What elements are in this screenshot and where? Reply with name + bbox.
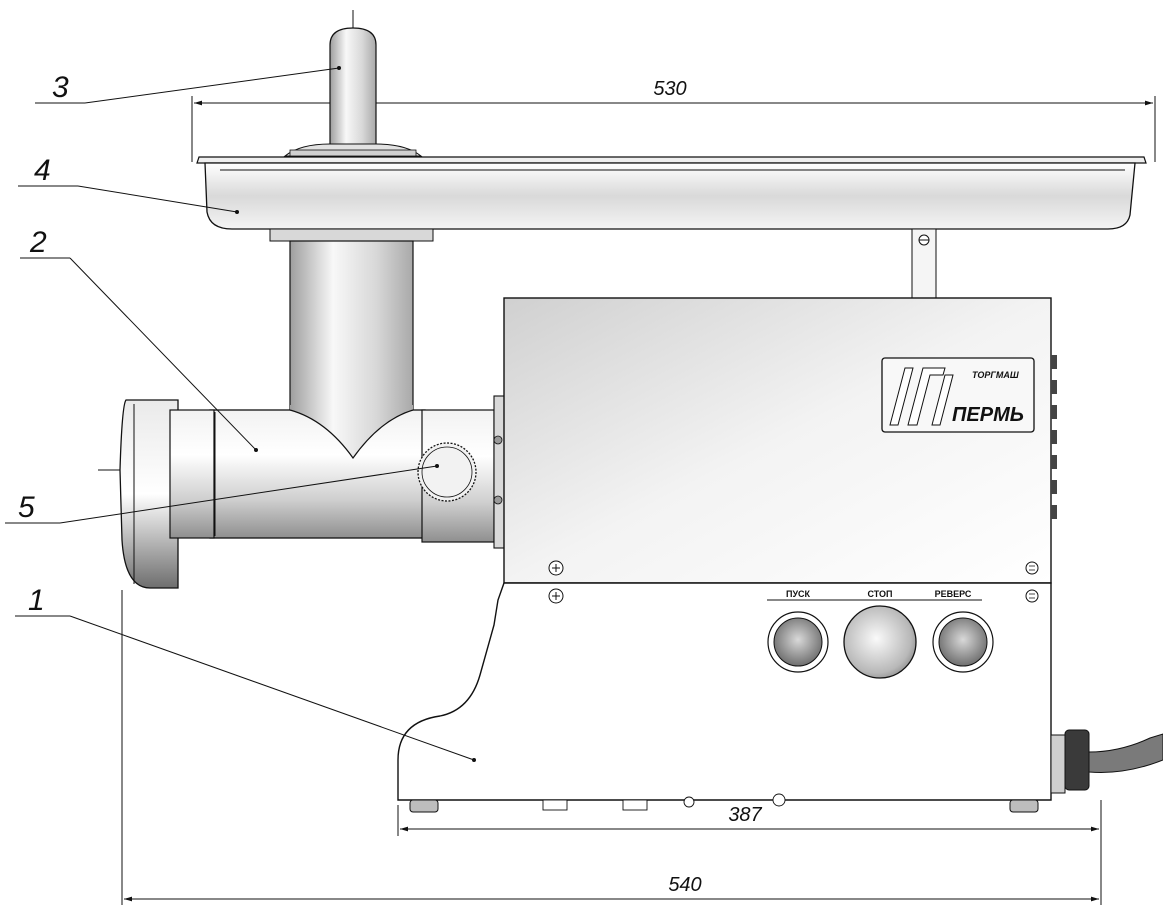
motor-housing xyxy=(397,297,1163,813)
start-label: ПУСК xyxy=(786,589,811,599)
stop-label: СТОП xyxy=(867,589,892,599)
dimension-label-540: 540 xyxy=(668,874,701,896)
reverse-button[interactable] xyxy=(932,611,994,673)
screws xyxy=(548,560,1039,604)
dimension-base-length: 387 xyxy=(397,800,1102,836)
pusher xyxy=(283,27,423,157)
handwheel xyxy=(417,442,477,502)
logo-mark-icon xyxy=(889,367,954,426)
callout-number-4: 4 xyxy=(34,154,51,187)
vent-slots xyxy=(1051,355,1057,519)
callout-number-3: 3 xyxy=(52,71,69,104)
cable-gland xyxy=(1050,729,1163,794)
start-button[interactable] xyxy=(767,611,829,673)
callout-3: 3 xyxy=(35,66,341,104)
dimension-label-387: 387 xyxy=(728,804,762,826)
feet xyxy=(409,793,1039,813)
logo-brand-top: ТОРГМАШ xyxy=(972,370,1019,380)
callouts: 3 4 2 5 1 xyxy=(5,66,476,762)
callout-2: 2 xyxy=(20,226,258,452)
stop-button[interactable] xyxy=(843,605,917,679)
grinding-chamber xyxy=(119,395,507,589)
logo-brand-city: ПЕРМЬ xyxy=(952,404,1024,426)
callout-number-2: 2 xyxy=(29,226,47,259)
callout-1: 1 xyxy=(15,584,476,762)
callout-number-5: 5 xyxy=(18,491,35,524)
callout-number-1: 1 xyxy=(28,584,45,617)
reverse-label: РЕВЕРС xyxy=(935,589,972,599)
loading-tray xyxy=(196,156,1147,300)
control-panel: ПУСК СТОП РЕВЕРС xyxy=(767,589,994,679)
callout-5: 5 xyxy=(5,464,439,524)
callout-4: 4 xyxy=(18,154,239,214)
dimension-label-530: 530 xyxy=(653,78,686,100)
dimension-overall-length: 540 xyxy=(121,590,1102,905)
brand-logo: ТОРГМАШ ПЕРМЬ xyxy=(881,357,1035,433)
